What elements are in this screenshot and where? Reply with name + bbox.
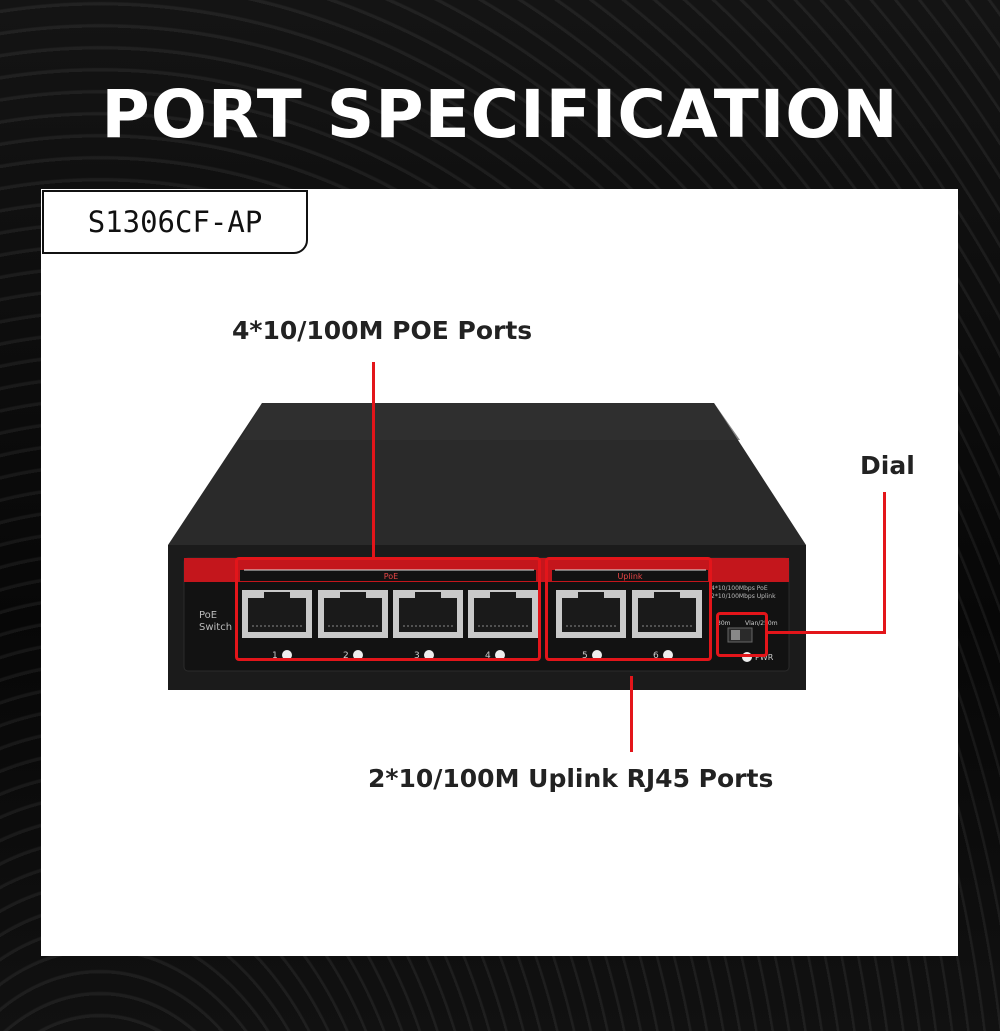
port-led-4	[495, 650, 505, 660]
side-label-1: PoE	[199, 610, 217, 621]
uplink-ports-highlight	[545, 557, 712, 661]
port-led-5	[592, 650, 602, 660]
rj45-port-4	[468, 590, 538, 638]
port-number-2: 2	[343, 651, 349, 661]
spec-line-1: 4*10/100Mbps PoE	[711, 585, 768, 592]
poe-callout-line	[372, 362, 375, 558]
page-title: PORT SPECIFICATION	[101, 76, 899, 153]
rj45-port-1	[242, 590, 312, 638]
port-number-6: 6	[653, 651, 659, 661]
dial-callout-line-horizontal	[768, 631, 886, 634]
spec-line-2: 2*10/100Mbps Uplink	[711, 593, 776, 600]
dial-callout-line-vertical	[883, 492, 886, 634]
power-label: PWR	[755, 653, 774, 662]
rj45-port-5	[556, 590, 626, 638]
uplink-callout-line	[630, 676, 633, 752]
port-led-2	[353, 650, 363, 660]
poe-group-label: PoE	[384, 572, 399, 581]
rj45-port-3	[393, 590, 463, 638]
side-label-2: Switch	[199, 622, 232, 633]
dial-right-label: Vlan/250m	[745, 620, 778, 627]
rj45-port-6	[632, 590, 702, 638]
port-led-3	[424, 650, 434, 660]
dial-highlight	[716, 612, 768, 657]
dial-left-label: 30m	[717, 620, 731, 627]
uplink-group-label: Uplink	[617, 572, 642, 581]
dial-callout: Dial	[860, 451, 915, 480]
poe-ports-callout: 4*10/100M POE Ports	[232, 316, 533, 345]
port-number-4: 4	[485, 651, 491, 661]
port-number-3: 3	[414, 651, 420, 661]
poe-ports-highlight	[235, 557, 541, 661]
port-led-1	[282, 650, 292, 660]
port-number-5: 5	[582, 651, 588, 661]
rj45-port-2	[318, 590, 388, 638]
uplink-ports-callout: 2*10/100M Uplink RJ45 Ports	[368, 764, 774, 793]
model-badge: S1306CF-AP	[42, 190, 308, 254]
port-number-1: 1	[272, 651, 278, 661]
port-led-6	[663, 650, 673, 660]
